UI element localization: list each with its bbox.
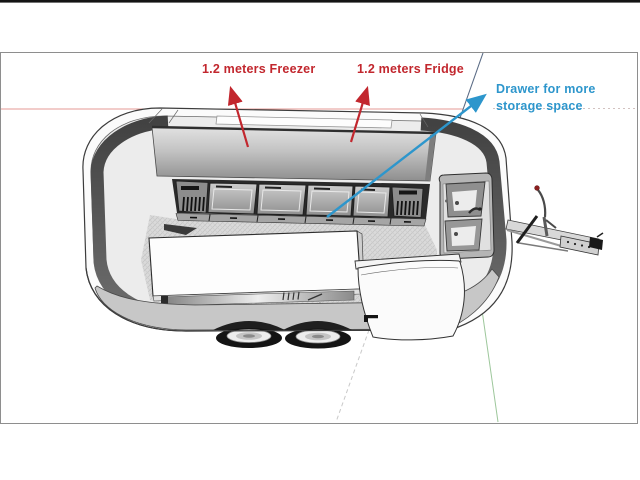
fridge-door-4 [352,185,391,218]
serving-ledge [161,290,355,307]
top-bar [0,0,640,3]
freezer-arrow [227,85,250,148]
hitch-coupler [559,232,604,256]
freezer-label: 1.2 meters Freezer [202,62,316,76]
entry-door [354,253,465,341]
fridge-arrow [349,85,370,143]
counter-shadow [164,224,197,235]
fridge-door-1 [207,182,258,215]
fridge-label: 1.2 meters Fridge [357,62,464,76]
drawer-label-line1: Drawer for more [496,82,596,96]
guide-dashed [335,329,370,423]
fridge-freezer-units [172,179,430,227]
island-counter [148,230,365,302]
annotation-arrows [227,85,487,218]
wheel-left [216,328,282,348]
sink-basin-bottom [444,218,483,252]
fridge-door-3 [305,184,354,217]
wheel-right [285,328,351,349]
jockey-crank [534,185,557,237]
fridge-door-2 [256,183,307,216]
latch [307,293,323,301]
axis-blue [459,52,484,119]
hinges [282,291,300,301]
kickplate [175,213,427,227]
drawer-label: Drawer for more storage space [496,81,596,114]
sink-basin-top [445,181,486,218]
fridge-doors [207,182,391,218]
door-handle [364,315,378,322]
vent-grille-right [391,186,424,218]
hitch-assembly [505,185,604,256]
back-counter [151,125,437,182]
rear-hatch-rim [215,115,393,129]
body-bottom-edge [85,267,451,332]
drawer-arrow [326,93,487,218]
jockey-post [515,215,539,244]
sink-unit [438,172,495,260]
drawer-label-line2: storage space [496,98,583,113]
vent-grille-left [175,180,209,214]
faucet [468,207,482,214]
